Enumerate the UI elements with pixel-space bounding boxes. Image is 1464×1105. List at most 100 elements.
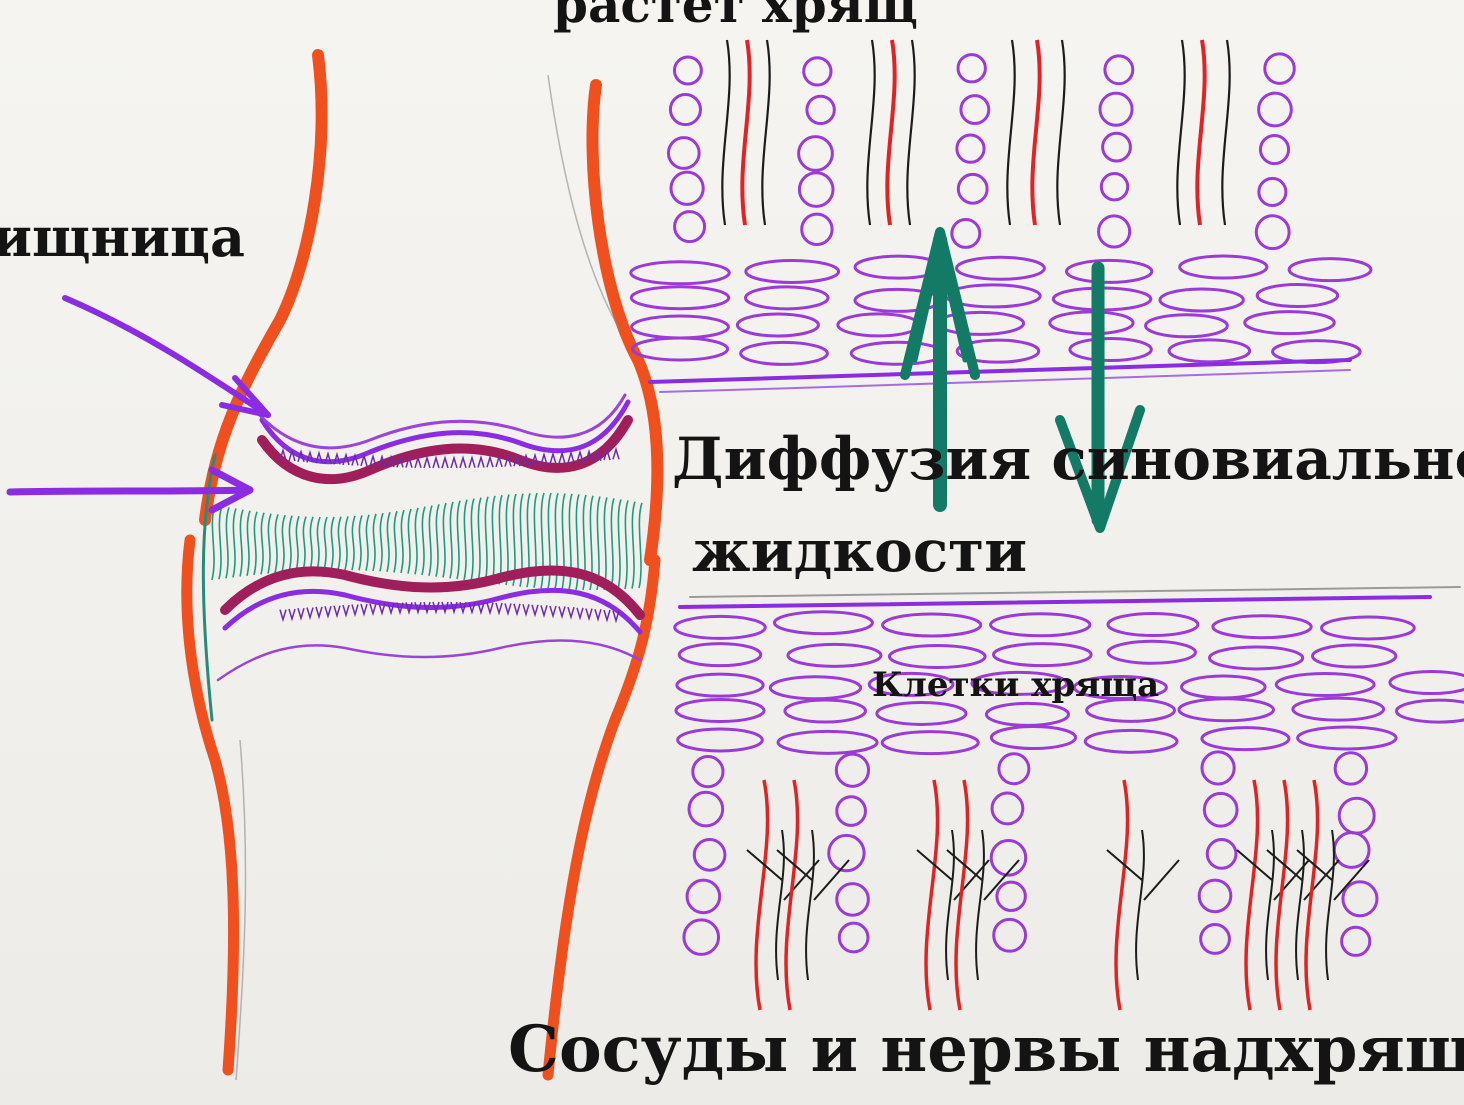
pointer-arrows (10, 298, 268, 510)
cartilage-cell-lower (992, 793, 1023, 824)
synovial-stroke (240, 510, 243, 577)
cartilage-cell-lower (999, 754, 1029, 784)
lower-cartilage-edge (218, 640, 640, 680)
cartilage-cell-lower (1204, 793, 1237, 826)
cartilage-cell-lower (1334, 833, 1369, 868)
synovial-stroke (618, 499, 621, 589)
cartilage-cell-round (961, 96, 989, 124)
flat-cell-lower (1276, 674, 1374, 696)
synovial-stroke (282, 515, 285, 572)
cartilage-cell-round (671, 172, 703, 204)
vessel-line (756, 780, 768, 1010)
lower-bone-left-outline (187, 540, 234, 1070)
top-label: растет хрящ (553, 0, 918, 30)
synovial-stroke (436, 504, 439, 576)
flat-cell-lower (1179, 699, 1274, 721)
synovial-stroke (289, 516, 292, 572)
synovial-stroke (478, 498, 481, 582)
synovial-stroke (387, 512, 390, 572)
synovial-stroke (373, 514, 376, 571)
flat-cell-lower (677, 674, 763, 696)
strand (1177, 40, 1184, 225)
synovial-stroke (352, 516, 355, 570)
cartilage-cell-round (670, 95, 700, 125)
flat-cell-upper (1169, 340, 1250, 362)
flat-cell-upper (632, 338, 727, 360)
cartilage-cell-lower (829, 835, 864, 870)
cells-label: Клетки хряща (872, 668, 1159, 702)
flat-cell-upper (851, 342, 944, 364)
cartilage-cell-lower (1343, 882, 1377, 916)
flat-cell-lower (1298, 727, 1396, 749)
flat-cell-upper (1146, 315, 1228, 337)
upper-layer-line-2 (660, 370, 1350, 392)
synovial-stroke (338, 517, 341, 570)
synovial-stroke (212, 505, 215, 580)
synovial-stroke (604, 497, 607, 589)
cartilage-cell-round (1260, 135, 1288, 163)
synovial-stroke (331, 517, 334, 570)
strand (1222, 40, 1229, 225)
lower-layer-line-2 (690, 587, 1460, 597)
cartilage-cell-lower (1201, 925, 1230, 954)
flat-cell-upper (1257, 284, 1337, 306)
flat-cell-upper (737, 314, 818, 336)
flat-cell-lower (877, 702, 966, 724)
cartilage-cell-lower (689, 792, 723, 826)
flat-cell-lower (1312, 645, 1395, 667)
pointer-arrow-lower (10, 490, 250, 492)
synovial-stroke (464, 500, 467, 580)
synovial-stroke (254, 512, 257, 575)
flat-cell-lower (1202, 728, 1289, 750)
cartilage-cell-lower (837, 797, 866, 826)
flat-cell-lower (1085, 730, 1177, 752)
vessel-line (1116, 780, 1128, 1010)
flat-cell-lower (679, 644, 761, 666)
flat-cell-lower (1210, 647, 1303, 669)
upper-bone-right-outline (592, 85, 657, 560)
cartilage-cell-lower (997, 882, 1025, 910)
flat-cell-lower (778, 731, 877, 753)
flat-cell-upper (1050, 312, 1133, 334)
diffusion-label: Диффузия синовиально (672, 430, 1464, 488)
flat-cell-upper (745, 287, 828, 309)
cartilage-cell-lower (839, 923, 868, 952)
lower-layer-line (680, 597, 1430, 607)
cartilage-cell-round (807, 96, 834, 123)
synovial-stroke (219, 506, 222, 579)
synovial-stroke (485, 497, 488, 583)
upper-bone-left-outline (205, 55, 322, 520)
cartilage-cell-round (1105, 56, 1133, 84)
flat-cell-lower (882, 732, 978, 754)
cartilage-cell-round (958, 174, 987, 203)
cartilage-cell-lower (1199, 880, 1231, 912)
flat-cell-lower (1182, 676, 1266, 698)
synovial-stroke (450, 502, 453, 578)
synovial-stroke (401, 510, 404, 573)
vessel-line (926, 780, 938, 1010)
flat-cell-lower (883, 614, 981, 636)
synovial-stroke (275, 514, 278, 573)
synovial-stroke (499, 495, 502, 584)
flat-cell-lower (785, 700, 866, 722)
cartilage-cell-lower (694, 840, 725, 871)
flat-cell-upper (746, 260, 839, 282)
cartilage-cell-lower (1207, 840, 1236, 869)
strand (762, 40, 769, 225)
flat-cell-lower (1108, 641, 1195, 663)
cartilage-cell-lower (684, 920, 719, 955)
synovial-stroke (394, 511, 397, 572)
synovial-stroke (233, 509, 236, 578)
strand (907, 40, 914, 225)
cartilage-cell-lower (1342, 927, 1370, 955)
flat-cell-lower (994, 644, 1092, 666)
flat-cell-lower (1396, 700, 1464, 722)
cartilage-cell-round (668, 138, 699, 169)
flat-cell-upper (1180, 256, 1267, 278)
flat-cell-upper (1070, 338, 1151, 360)
cartilage-cell-round (1265, 54, 1295, 84)
cartilage-cell-lower (994, 919, 1026, 951)
synovial-stroke (366, 515, 369, 571)
cartilage-cell-lower (836, 754, 868, 786)
cartilage-cell-round (1256, 216, 1289, 249)
